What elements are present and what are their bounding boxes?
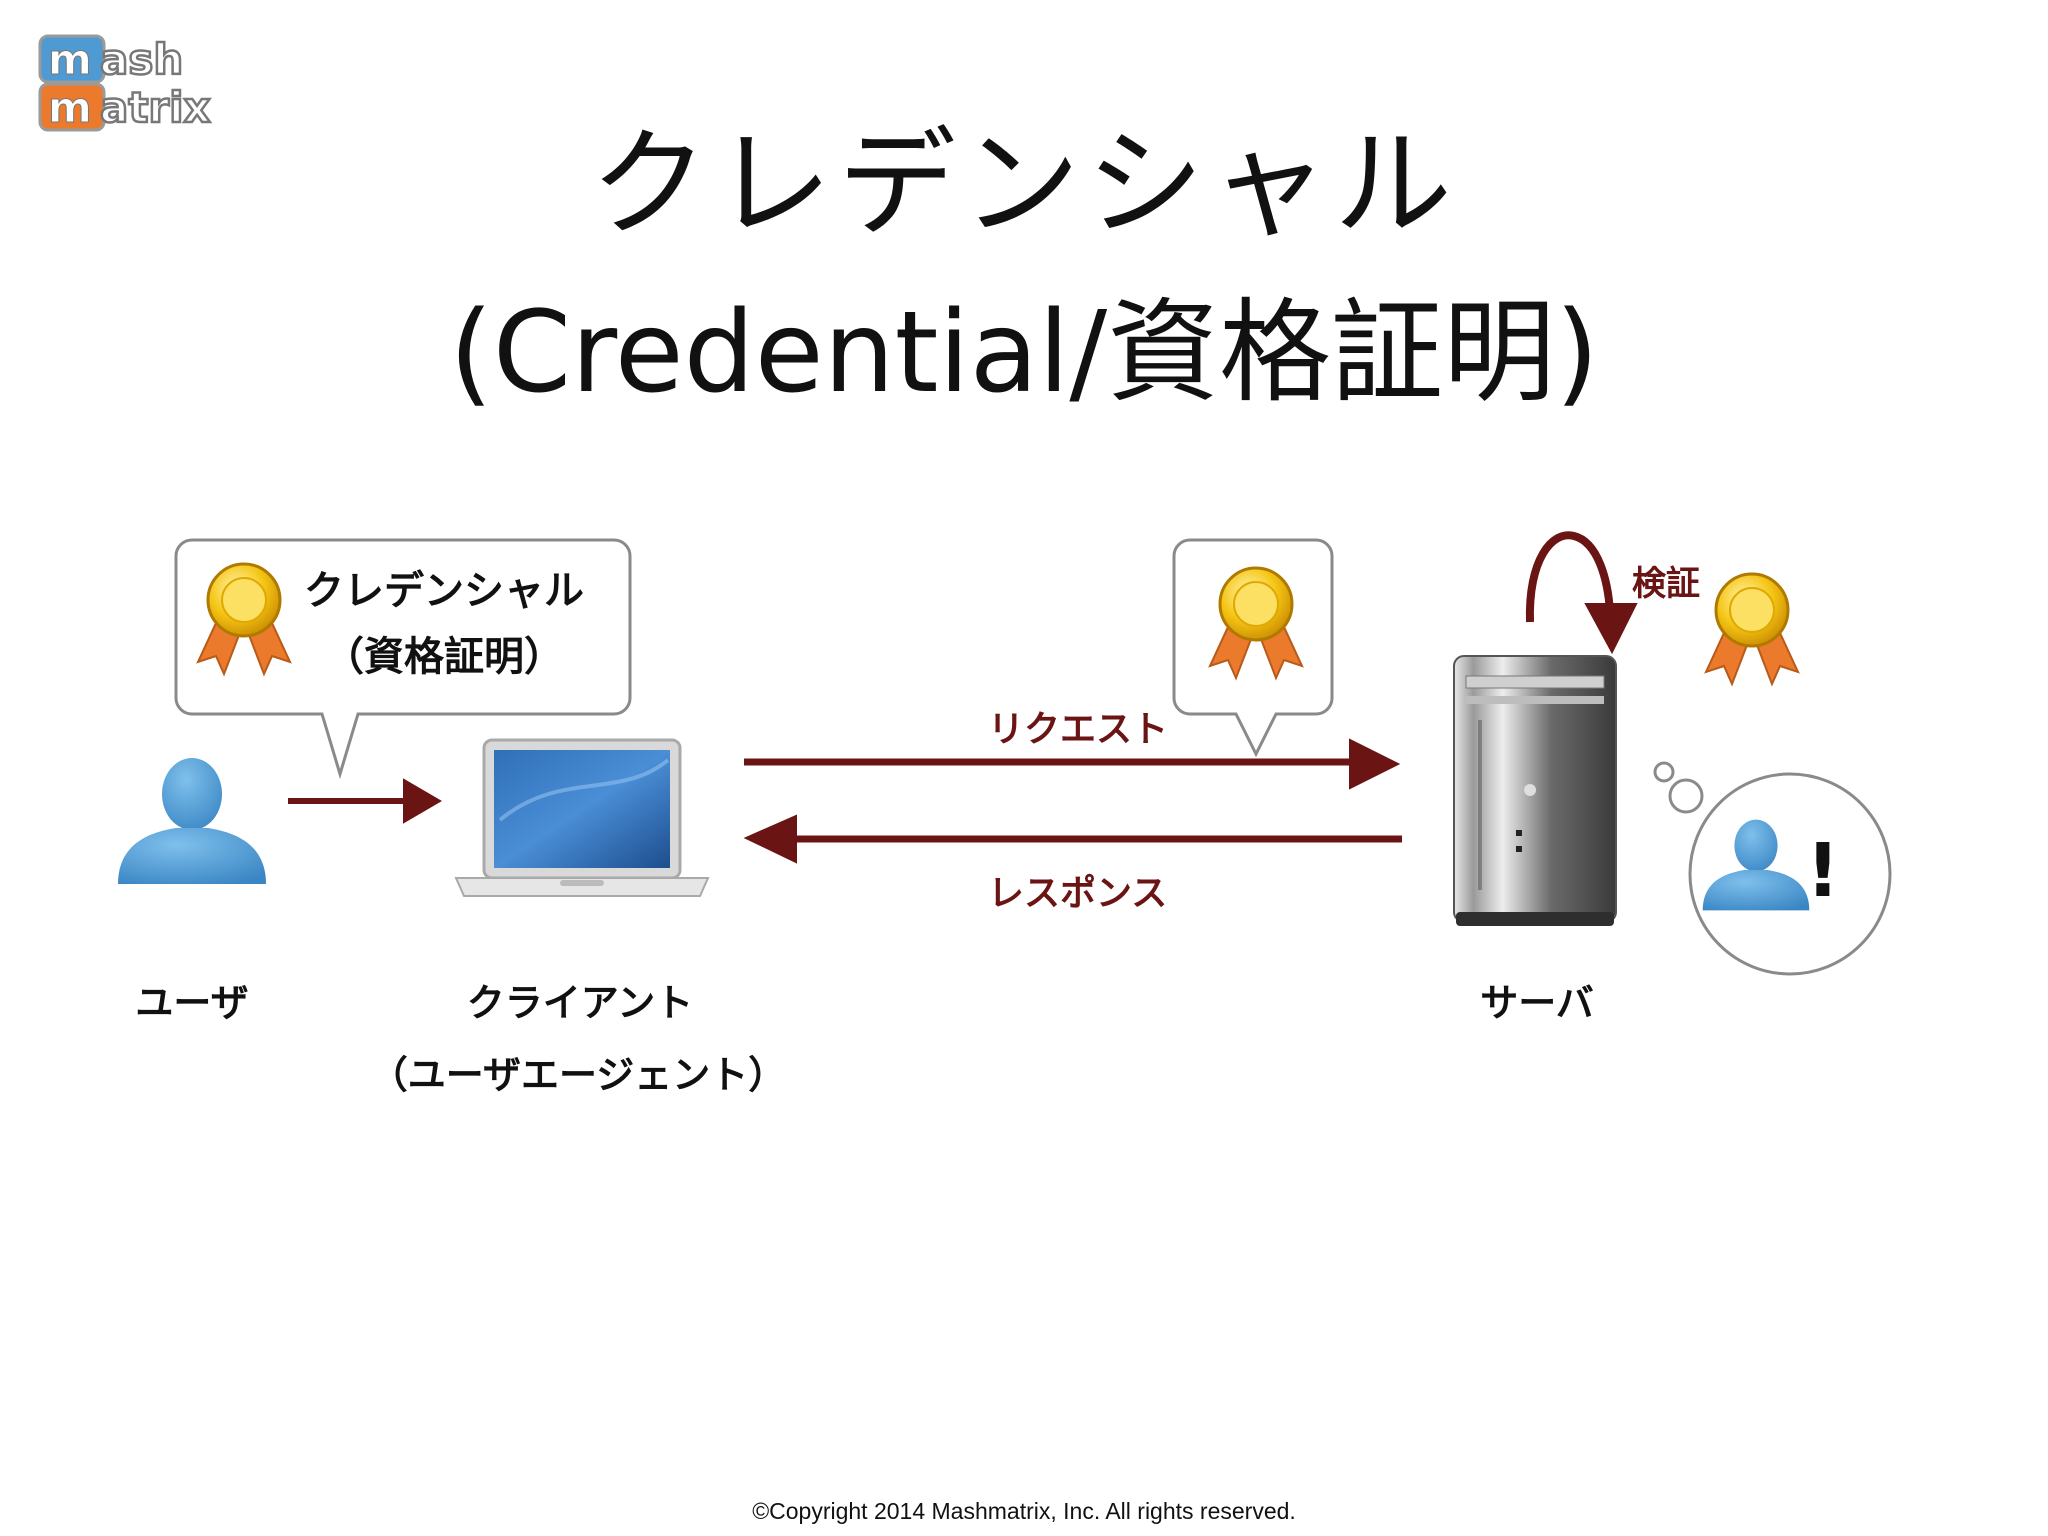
slide-subtitle: (Credential/資格証明) — [449, 288, 1599, 418]
thought-dot-small — [1653, 761, 1675, 783]
verify-label: 検証 — [1632, 564, 1700, 604]
user-to-client-arrow — [288, 778, 442, 824]
bubble-subtitle: （資格証明） — [324, 634, 564, 680]
copyright-footer: ©Copyright 2014 Mashmatrix, Inc. All rig… — [752, 1498, 1296, 1524]
client-label: クライアント — [466, 981, 694, 1025]
credential-bubble — [174, 538, 632, 780]
mashmatrix-logo: m m ash atrix — [38, 34, 212, 133]
bubble-title: クレデンシャル — [304, 568, 584, 614]
response-arrow — [743, 814, 1402, 864]
thought-bubble — [1688, 772, 1892, 976]
svg-text:ash: ash — [100, 35, 183, 84]
response-label: レスポンス — [988, 873, 1168, 914]
thought-dot-large — [1668, 778, 1704, 814]
request-credential-bubble — [1172, 538, 1334, 758]
svg-text:m: m — [48, 83, 92, 132]
server-label: サーバ — [1480, 981, 1594, 1025]
svg-text:m: m — [48, 35, 92, 84]
request-arrow — [744, 738, 1401, 790]
client-laptop-icon — [454, 738, 710, 897]
svg-text:atrix: atrix — [100, 83, 211, 132]
server-icon — [1453, 655, 1617, 926]
request-label: リクエスト — [988, 709, 1169, 750]
exclamation-mark: ! — [1806, 828, 1840, 914]
client-sublabel: （ユーザエージェント） — [369, 1053, 787, 1097]
slide-title: クレデンシャル — [589, 115, 1458, 253]
verified-medal-icon — [1704, 572, 1800, 686]
verify-arrow — [1525, 531, 1638, 655]
user-label: ユーザ — [135, 981, 249, 1025]
user-icon — [118, 758, 266, 884]
